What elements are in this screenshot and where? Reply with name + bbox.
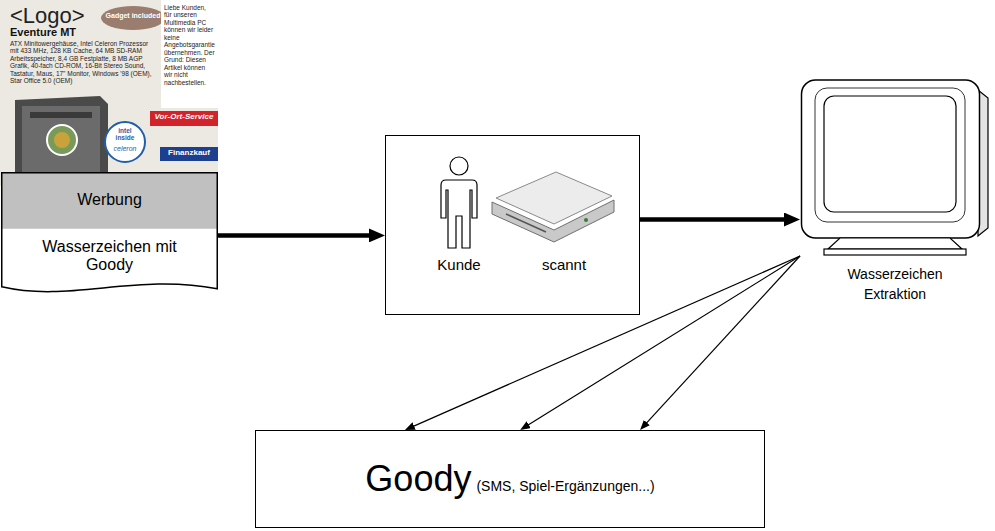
actor-label: Kunde — [437, 256, 480, 273]
flow-arrow — [218, 233, 375, 238]
document-shape: WerbungWasserzeichen mit Goody — [1, 172, 218, 299]
badge-text: Gadget included — [103, 12, 163, 20]
monitor-stand — [828, 238, 962, 249]
service-text: Vor-Ort-Service — [150, 112, 218, 121]
document-band — [2, 173, 218, 229]
monitor-caption: Wasserzeichen Extraktion — [847, 266, 942, 302]
monitor-body — [802, 80, 980, 238]
person-head — [450, 157, 468, 175]
monitor-icon — [800, 78, 990, 258]
service-stamp-core — [54, 132, 70, 148]
goody-title: Goody — [365, 458, 471, 499]
document-fill — [2, 173, 218, 292]
clipping-ground — [0, 0, 218, 186]
logo-text: <Logo> — [10, 3, 100, 28]
document-text: Wasserzeichen mit Goody — [35, 238, 185, 275]
monitor-node: Wasserzeichen Extraktion — [800, 78, 990, 304]
product-spec: ATX Minitowergehäuse, Intel Celeron Proz… — [10, 40, 158, 85]
intel-logo — [105, 122, 145, 162]
finance-text: Finanzkauf — [160, 148, 218, 157]
actor-icons — [386, 136, 639, 314]
service-stamp — [47, 125, 77, 155]
notice-panel — [161, 0, 218, 108]
monitor-screen — [824, 96, 956, 212]
product-name: Eventure MT — [10, 26, 110, 39]
scanner-panel — [506, 214, 546, 232]
notice-text: Liebe Kunden, für unseren Multimedia PC … — [164, 4, 215, 86]
celeron-text: celeron — [103, 145, 147, 153]
flow-arrow — [640, 217, 790, 222]
person-body — [441, 180, 477, 248]
document-border — [2, 173, 218, 292]
drive-bay — [30, 112, 92, 118]
process-box: Kunde scannt — [385, 135, 640, 315]
document-band-text: Werbung — [77, 191, 142, 209]
action-label: scannt — [542, 256, 586, 273]
goody-subtitle: (SMS, Spiel-Ergänzungen...) — [476, 478, 654, 494]
service-band — [150, 111, 218, 126]
intel-text: intel inside — [110, 127, 140, 141]
scanner-lid — [496, 172, 612, 224]
extraction-arrow — [644, 256, 800, 426]
monitor-foot — [824, 249, 966, 255]
gadget-badge — [101, 6, 165, 30]
monitor-bezel — [815, 88, 965, 222]
scanner-led — [584, 218, 588, 222]
goody-box: Goody (SMS, Spiel-Ergänzungen...) — [255, 430, 765, 528]
finance-band — [160, 147, 218, 161]
